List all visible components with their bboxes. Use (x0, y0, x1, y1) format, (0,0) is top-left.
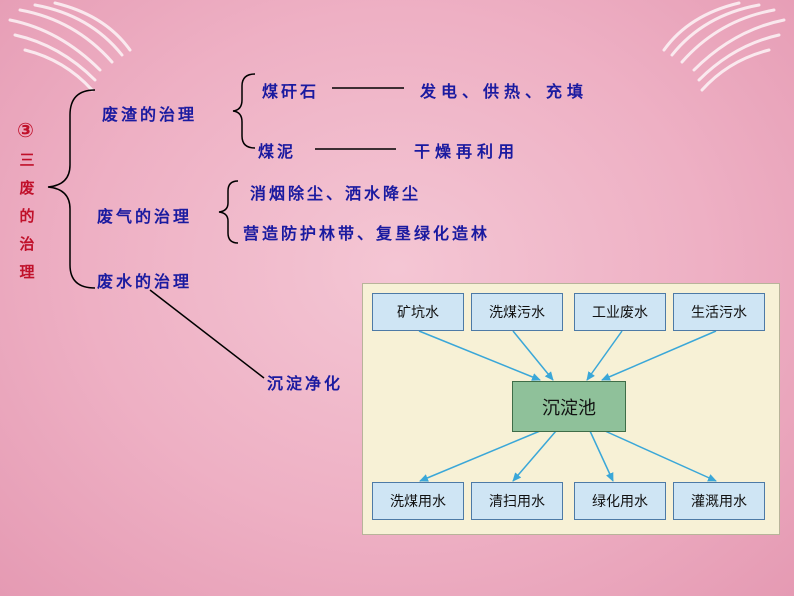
residue-item1-use: 发电、供热、充填 (420, 82, 589, 101)
section-number: ③ (17, 118, 34, 142)
water-method: 沉淀净化 (267, 374, 344, 393)
left-wing-decoration (8, 1, 132, 92)
use-box-cleaning: 清扫用水 (471, 482, 563, 520)
flow-arrow (512, 330, 554, 381)
flow-arrow (419, 430, 541, 482)
use-box-irrigation: 灌溉用水 (673, 482, 765, 520)
vertical-title-char: 的 (19, 207, 35, 225)
flow-arrow (418, 330, 541, 381)
flow-arrow (512, 430, 557, 482)
residue-item1-label: 煤矸石 (262, 82, 320, 101)
residue-title: 废渣的治理 (102, 105, 198, 124)
gas-item2: 营造防护林带、复垦绿化造林 (243, 224, 491, 243)
sedimentation-tank: 沉淀池 (512, 381, 626, 432)
flow-arrow (589, 430, 614, 482)
flow-arrow (604, 430, 717, 482)
source-box-industrial-wastewater: 工业废水 (574, 293, 666, 331)
vertical-title-char: 三 (19, 151, 35, 169)
source-box-mine-water: 矿坑水 (372, 293, 464, 331)
right-wing-decoration (662, 1, 786, 92)
flow-arrow (601, 330, 717, 381)
flow-arrow (586, 330, 623, 381)
use-box-coal-washing: 洗煤用水 (372, 482, 464, 520)
gas-brace (218, 180, 239, 244)
vertical-title-char: 治 (19, 235, 35, 253)
source-box-domestic-wastewater: 生活污水 (673, 293, 765, 331)
connector-line-water (149, 289, 265, 379)
residue-item2-label: 煤泥 (258, 142, 297, 161)
water-title: 废水的治理 (97, 272, 193, 291)
residue-brace (232, 73, 256, 149)
residue-item2-use: 干燥再利用 (414, 142, 520, 161)
vertical-title-char: 废 (19, 179, 35, 197)
main-brace (47, 89, 96, 289)
vertical-title-char: 理 (19, 263, 35, 281)
use-box-greening: 绿化用水 (574, 482, 666, 520)
vertical-title: 三 废 的 治 理 (17, 146, 37, 286)
gas-title: 废气的治理 (97, 207, 193, 226)
gas-item1: 消烟除尘、洒水降尘 (250, 184, 422, 203)
source-box-coal-washing-wastewater: 洗煤污水 (471, 293, 563, 331)
